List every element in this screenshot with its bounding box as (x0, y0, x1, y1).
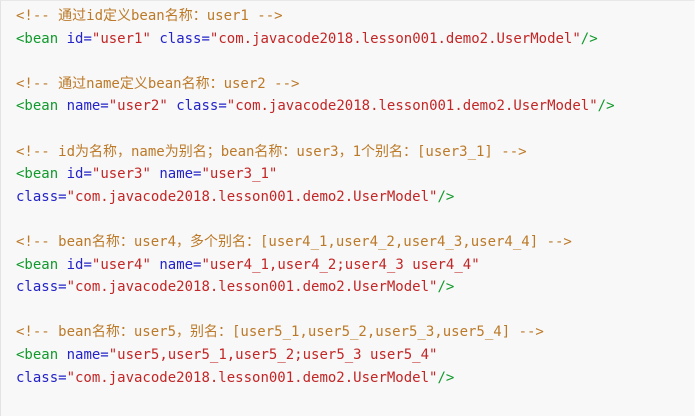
token-value: "com.javacode2018.lesson001.demo2.UserMo… (226, 98, 598, 115)
token-value: "com.javacode2018.lesson001.demo2.UserMo… (66, 369, 438, 386)
token-tag: /> (437, 188, 455, 205)
code-line: <!-- 通过id定义bean名称：user1 --> (16, 5, 694, 28)
code-line-blank (16, 208, 694, 231)
token-tag: <bean (16, 166, 59, 183)
code-line: <!-- bean名称：user4，多个别名：[user4_1,user4_2,… (16, 231, 694, 254)
token-attr: name= (159, 166, 202, 183)
token-tag: /> (597, 98, 615, 115)
token-attr: id= (66, 166, 92, 183)
token-comment: <!-- 通过name定义bean名称：user2 --> (16, 75, 300, 92)
token-attr: class= (16, 188, 67, 205)
token-attr: class= (16, 279, 67, 296)
token-value: "user2" (108, 98, 168, 115)
token-tag: <bean (16, 98, 59, 115)
code-line: <bean name="user2" class="com.javacode20… (16, 95, 694, 118)
token-attr: id= (66, 30, 92, 47)
token-plain (168, 98, 176, 114)
code-line: class="com.javacode2018.lesson001.demo2.… (16, 276, 694, 299)
token-value: "com.javacode2018.lesson001.demo2.UserMo… (66, 188, 438, 205)
code-line: <bean name="user5,user5_1,user5_2;user5_… (16, 344, 694, 367)
code-line-blank (16, 118, 694, 141)
token-comment: <!-- bean名称：user4，多个别名：[user4_1,user4_2,… (16, 233, 572, 250)
token-plain (58, 347, 66, 363)
token-tag: <bean (16, 346, 59, 363)
token-attr: name= (159, 256, 202, 273)
token-plain (58, 257, 66, 273)
token-tag: /> (437, 279, 455, 296)
token-attr: class= (176, 98, 227, 115)
token-tag: /> (437, 369, 455, 386)
token-value: "user3_1" (201, 166, 278, 183)
code-line: <bean id="user3" name="user3_1" (16, 163, 694, 186)
token-tag: <bean (16, 30, 59, 47)
token-value: "com.javacode2018.lesson001.demo2.UserMo… (66, 279, 438, 296)
token-plain (58, 31, 66, 47)
token-attr: name= (66, 98, 109, 115)
code-line: <!-- bean名称：user5，别名：[user5_1,user5_2,us… (16, 321, 694, 344)
code-line: class="com.javacode2018.lesson001.demo2.… (16, 367, 694, 390)
token-tag: <bean (16, 256, 59, 273)
token-comment: <!-- 通过id定义bean名称：user1 --> (16, 8, 283, 24)
token-value: "user3" (91, 166, 151, 183)
code-line: class="com.javacode2018.lesson001.demo2.… (16, 186, 694, 209)
token-value: "user4_1,user4_2;user4_3 user4_4" (201, 256, 480, 273)
token-value: "user5,user5_1,user5_2;user5_3 user5_4" (108, 346, 438, 363)
code-line: <!-- 通过name定义bean名称：user2 --> (16, 73, 694, 96)
code-line: <bean id="user4" name="user4_1,user4_2;u… (16, 254, 694, 277)
token-tag: /> (580, 30, 598, 47)
token-comment: <!-- bean名称：user5，别名：[user5_1,user5_2,us… (16, 324, 544, 341)
token-comment: <!-- id为名称，name为别名；bean名称：user3，1个别名：[us… (16, 143, 527, 160)
code-line: <bean id="user1" class="com.javacode2018… (16, 28, 694, 51)
token-attr: class= (16, 369, 67, 386)
token-attr: name= (66, 346, 109, 363)
token-value: "user4" (91, 256, 151, 273)
token-plain (58, 98, 66, 114)
code-line-blank (16, 299, 694, 322)
token-value: "user1" (91, 30, 151, 47)
token-plain (58, 166, 66, 182)
code-line: <!-- id为名称，name为别名；bean名称：user3，1个别名：[us… (16, 141, 694, 164)
token-attr: class= (159, 30, 210, 47)
token-attr: id= (66, 256, 92, 273)
code-line-blank (16, 50, 694, 73)
token-value: "com.javacode2018.lesson001.demo2.UserMo… (209, 30, 581, 47)
